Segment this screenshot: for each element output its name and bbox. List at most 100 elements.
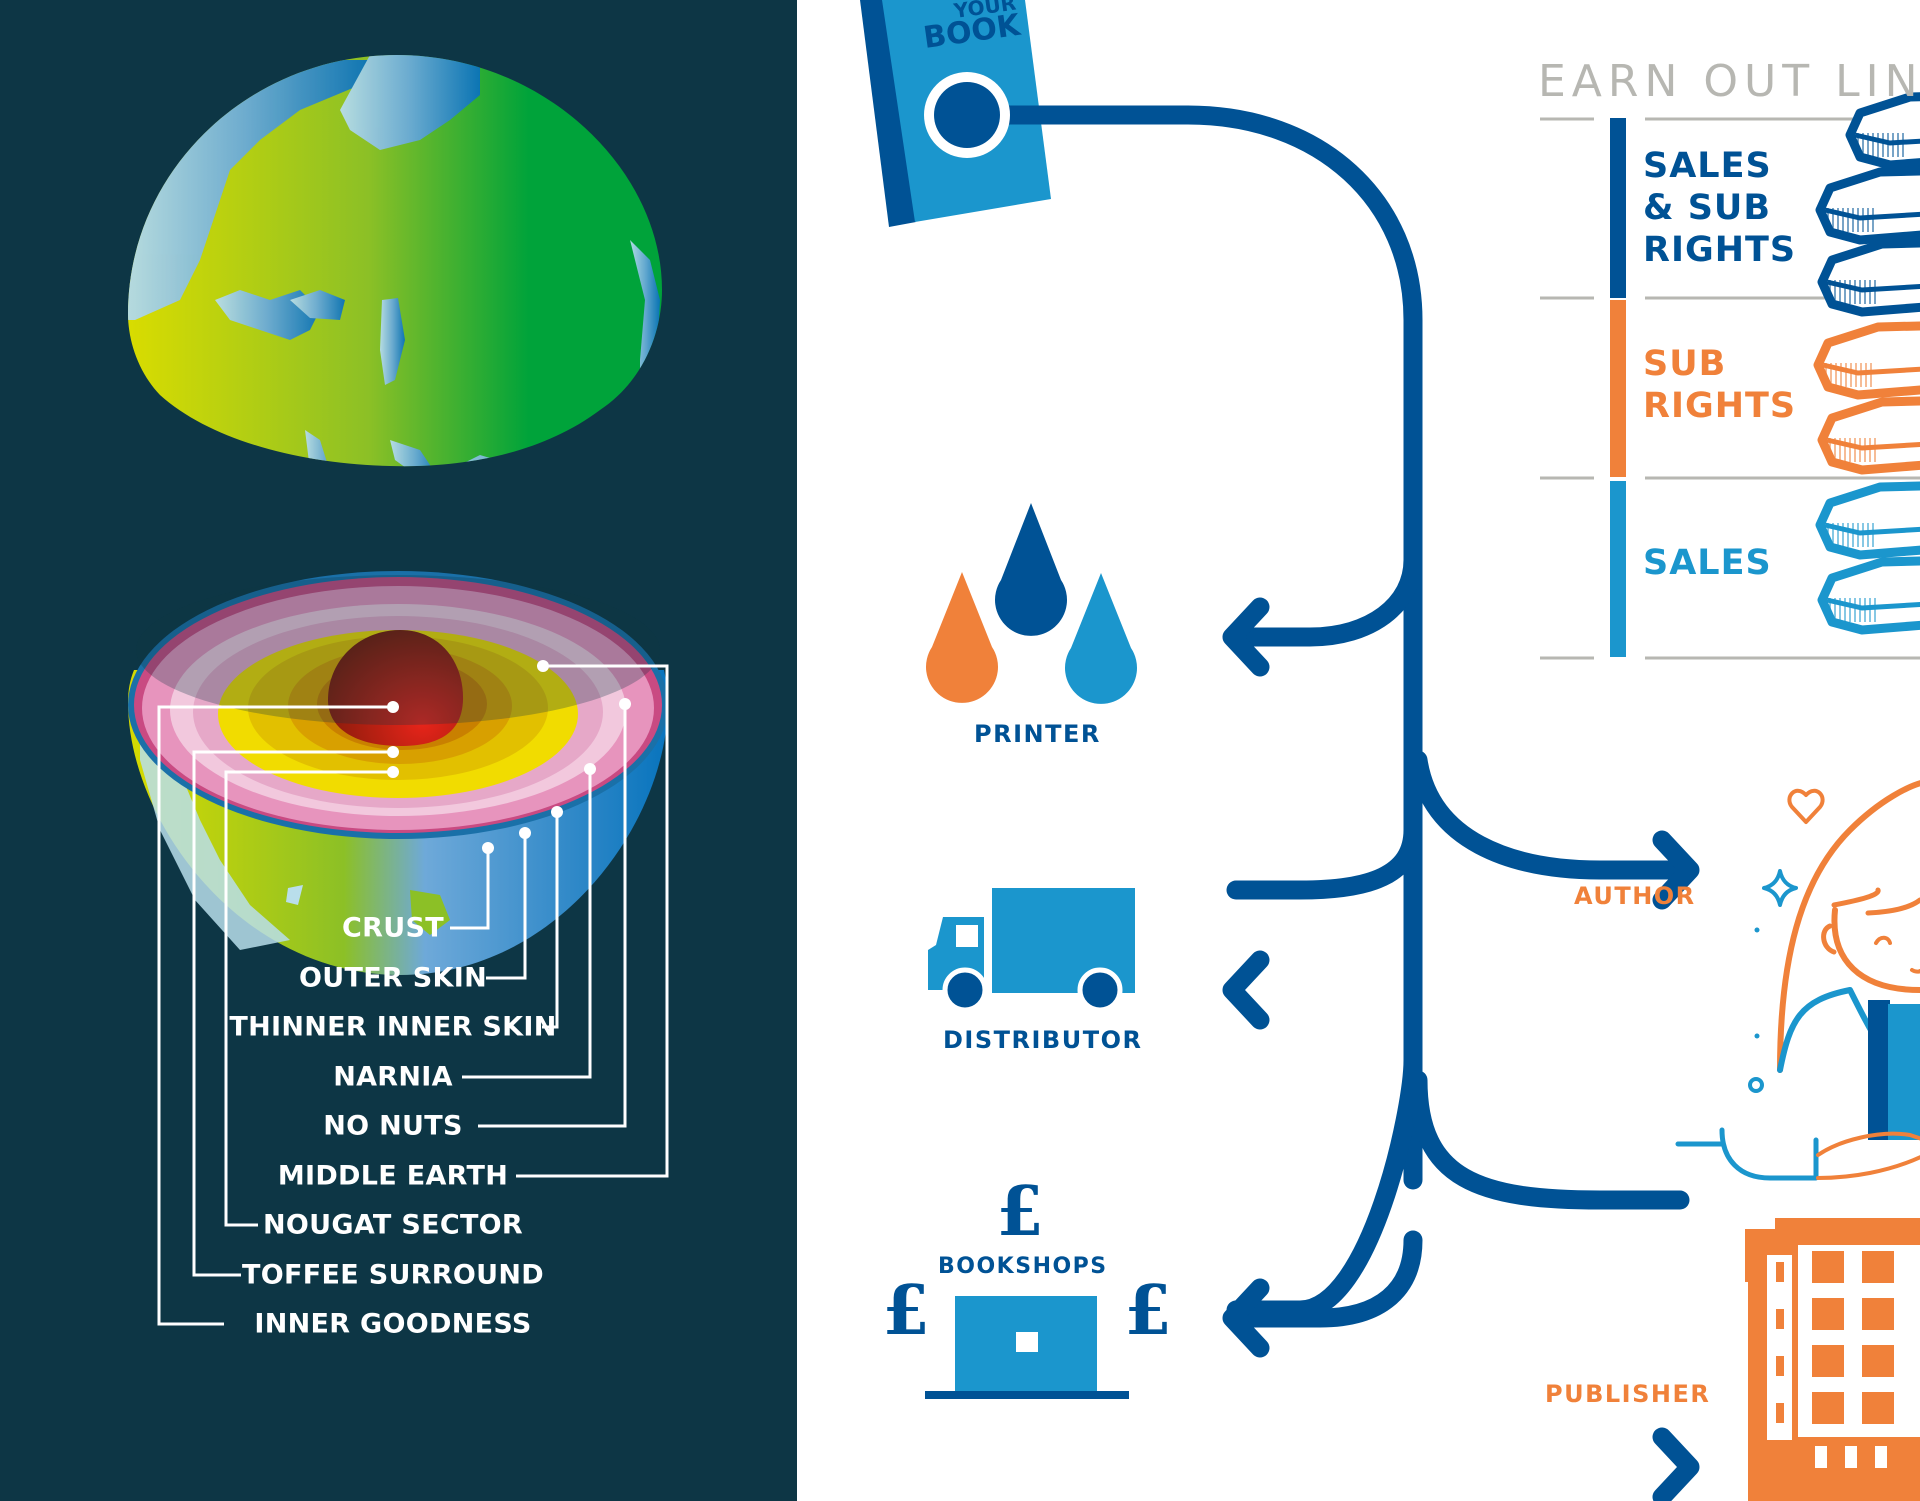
building-window <box>1862 1392 1894 1424</box>
coin-5 <box>1817 396 1920 475</box>
earn-segment-line: SALES <box>1643 543 1772 583</box>
building-window <box>1812 1392 1844 1424</box>
building-window <box>1812 1298 1844 1330</box>
branch-bookshops-curve <box>1226 1230 1423 1328</box>
building-window <box>1812 1345 1844 1377</box>
branch-distributor <box>1226 820 1423 900</box>
laptop-screen-dot <box>1016 1332 1038 1352</box>
author-arm <box>1675 1127 1819 1181</box>
building-icon <box>1745 1218 1920 1501</box>
coin-stack-icon <box>1813 92 1920 635</box>
bookshops-label: BOOKSHOPS <box>938 1254 1108 1279</box>
arrow-author-icon <box>1652 830 1700 910</box>
building-slit-window <box>1776 1356 1784 1376</box>
arrow-publisher-icon <box>1652 1427 1700 1501</box>
layer-label-no-nuts-layer: NO NUTS <box>323 1110 463 1142</box>
earn-segment-line: & SUB <box>1643 188 1772 228</box>
earn-segment-sales-sub-rights: SALES & SUB RIGHTS <box>1643 145 1796 271</box>
leader-dot-nougat-sector-layer <box>387 766 399 778</box>
branch-author <box>1408 750 1690 880</box>
earn-segment-line: SALES <box>1643 146 1772 186</box>
island <box>286 885 303 905</box>
building-window <box>1862 1251 1894 1283</box>
flow-diagram: YOUR BOOK <box>860 0 1920 1501</box>
coin-rim <box>1824 207 1920 221</box>
coin-rim <box>1854 132 1920 146</box>
earn-bar-sales <box>1610 481 1626 657</box>
leader-line-nougat-sector-layer <box>224 770 393 1227</box>
building-window <box>1812 1251 1844 1283</box>
branch-publisher <box>1408 1070 1690 1210</box>
leader-line-narnia-layer <box>462 769 592 1079</box>
coin-7 <box>1817 556 1920 635</box>
red-sea <box>305 430 345 467</box>
publisher-label: PUBLISHER <box>1545 1380 1711 1408</box>
book-connector-dot <box>934 82 1000 148</box>
layer-label-toffee-surround-layer: TOFFEE SURROUND <box>242 1259 544 1291</box>
layer-label-thinner-inner-skin-layer: THINNER INNER SKIN <box>229 1011 557 1043</box>
author-label: AUTHOR <box>1574 882 1696 910</box>
layer-label-inner-goodness-layer: INNER GOODNESS <box>254 1308 532 1340</box>
author-shoulder <box>1777 987 1883 1073</box>
coin-rim <box>1826 279 1920 293</box>
author-face <box>1831 907 1920 993</box>
earn-segment-sub-rights: SUB RIGHTS <box>1643 343 1796 427</box>
persian-gulf <box>390 440 440 467</box>
caspian-sea <box>380 298 405 385</box>
pound-icon-left: £ <box>882 1271 929 1351</box>
author-ear <box>1821 923 1837 955</box>
coin-rim <box>1824 522 1920 536</box>
coin-2 <box>1815 166 1920 245</box>
leader-line-middle-earth-layer <box>516 664 669 1178</box>
author-hand <box>1816 1131 1920 1180</box>
author-book-spine <box>1868 1000 1890 1140</box>
leader-line-outer-skin-layer <box>486 833 527 980</box>
author-eye <box>1874 935 1892 945</box>
building-slit-window <box>1776 1309 1784 1329</box>
flow-trunk <box>957 105 1690 1320</box>
building-door-window <box>1875 1446 1887 1468</box>
coin-3 <box>1817 238 1920 317</box>
building-slit-window <box>1776 1262 1784 1282</box>
author-illustration <box>1675 780 1920 1181</box>
leader-dot-inner-goodness-layer <box>387 701 399 713</box>
coin-rim <box>1822 362 1920 376</box>
earth-illustration <box>128 55 669 1326</box>
leader-dot-toffee-surround-layer <box>387 746 399 758</box>
earn-bar-sales-sub-rights <box>1610 118 1626 298</box>
author-heart-icon <box>1787 788 1825 824</box>
arrow-heads <box>1222 597 1700 1501</box>
ink-drop-orange <box>926 572 998 703</box>
earn-segment-line: RIGHTS <box>1643 230 1797 270</box>
author-hair <box>1777 780 1920 1073</box>
truck-icon <box>928 888 1135 1013</box>
leader-line-thinner-inner-skin-layer <box>542 812 559 1029</box>
ink-drops-icon <box>926 503 1137 704</box>
sparkle-icon <box>1762 869 1798 907</box>
ink-drop-navy <box>995 503 1067 636</box>
inner-goodness-core <box>328 630 464 746</box>
truck-wheel-rear <box>1077 967 1123 1013</box>
leader-dot-crust-layer <box>482 842 494 854</box>
layer-label-narnia-layer: NARNIA <box>333 1061 453 1093</box>
building-window <box>1862 1345 1894 1377</box>
dot-small-2 <box>1754 1033 1760 1039</box>
building-door-window <box>1845 1446 1857 1468</box>
upper-hemisphere <box>128 55 662 467</box>
layer-label-nougat-sector-layer: NOUGAT SECTOR <box>262 1209 524 1241</box>
laptop-base <box>925 1391 1129 1399</box>
branch-bookshops <box>1226 1050 1423 1320</box>
pound-icon-top: £ <box>996 1172 1043 1252</box>
coin-rim <box>1826 597 1920 611</box>
branch-printer <box>1226 550 1423 647</box>
upper-hemisphere-land <box>128 55 662 467</box>
arrow-printer-icon <box>1222 597 1270 677</box>
earn-segment-sales: SALES <box>1643 542 1772 584</box>
author-fringe <box>1831 887 1920 916</box>
bubble-ring <box>1748 1077 1764 1093</box>
book-spine <box>860 0 916 227</box>
laptop-pound-icon: £ £ £ <box>882 1172 1172 1399</box>
earn-bar-sub-rights <box>1610 300 1626 477</box>
building-window <box>1862 1298 1894 1330</box>
